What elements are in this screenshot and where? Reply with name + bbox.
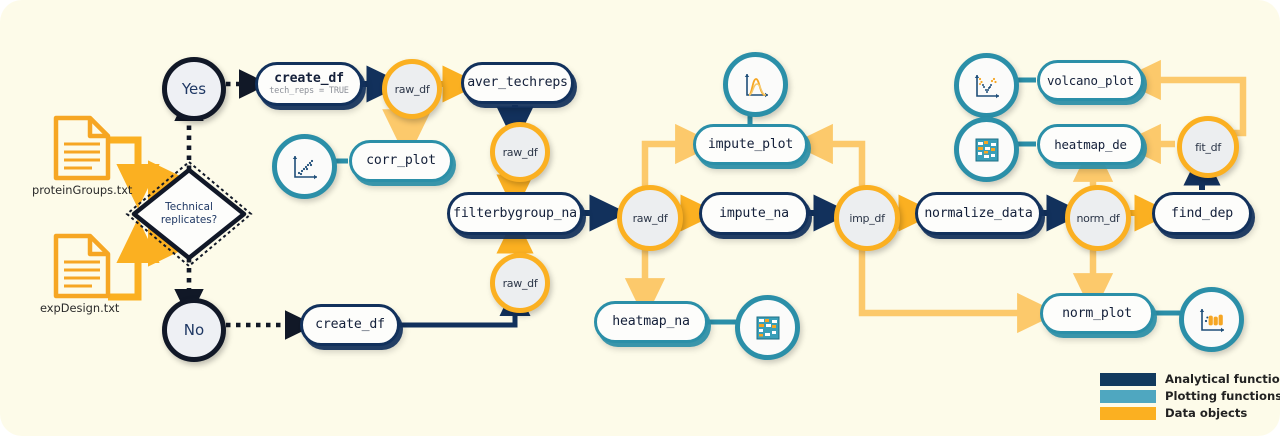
data-norm-df-label: norm_df	[1076, 211, 1120, 225]
create-df-techreps-label: create_df	[274, 70, 344, 86]
legend-analytical: Analytical functions	[1100, 372, 1280, 386]
boxplot-icon	[1179, 287, 1244, 352]
data-norm-df[interactable]: norm_df	[1065, 185, 1131, 251]
legend-label-analytical: Analytical functions	[1165, 372, 1280, 386]
file-label-proteingroups: proteinGroups.txt	[32, 183, 133, 197]
filterbygroup-na-label: filterbygroup_na	[453, 205, 577, 221]
create-df-techreps-sublabel: tech_reps = TRUE	[269, 86, 349, 97]
node-corr-plot[interactable]: corr_plot	[349, 140, 453, 182]
aver-techreps-label: aver_techreps	[467, 75, 568, 91]
normalize-data-label: normalize_data	[924, 205, 1033, 221]
legend-plotting: Plotting functions	[1100, 389, 1280, 403]
data-raw-df-3[interactable]: raw_df	[617, 185, 683, 251]
node-heatmap-de[interactable]: heatmap_de	[1037, 124, 1144, 165]
node-filterbygroup-na[interactable]: filterbygroup_na	[447, 192, 583, 235]
volcano-icon	[954, 53, 1019, 118]
node-impute-na[interactable]: impute_na	[699, 192, 809, 235]
data-imp-df[interactable]: imp_df	[834, 185, 900, 251]
decision-line-1: Technical	[165, 201, 213, 214]
node-norm-plot[interactable]: norm_plot	[1040, 293, 1154, 334]
density-icon	[723, 52, 788, 117]
node-heatmap-na[interactable]: heatmap_na	[594, 301, 708, 343]
node-create-df-techreps[interactable]: create_df tech_reps = TRUE	[255, 62, 363, 106]
decision-line-2: replicates?	[160, 214, 218, 226]
node-aver-techreps[interactable]: aver_techreps	[461, 62, 574, 104]
data-fit-df-label: fit_df	[1195, 140, 1221, 154]
data-raw-df-4-label: raw_df	[502, 276, 538, 290]
heatmap-icon	[735, 295, 800, 360]
data-raw-df-3-label: raw_df	[632, 211, 668, 225]
heatmap-de-label: heatmap_de	[1054, 136, 1127, 152]
node-volcano-plot[interactable]: volcano_plot	[1037, 60, 1144, 101]
terminal-yes[interactable]: Yes	[162, 57, 226, 121]
norm-plot-label: norm_plot	[1062, 305, 1132, 321]
data-raw-df-1[interactable]: raw_df	[382, 59, 442, 119]
node-create-df[interactable]: create_df	[300, 304, 400, 346]
find-dep-label: find_dep	[1171, 205, 1233, 221]
decision-diamond	[125, 160, 253, 268]
legend-swatch-plotting	[1100, 389, 1156, 403]
legend-swatch-data	[1100, 406, 1156, 420]
legend-swatch-analytical	[1100, 372, 1156, 386]
file-icon-proteingroups	[53, 115, 111, 181]
data-raw-df-4[interactable]: raw_df	[490, 253, 550, 313]
node-normalize-data[interactable]: normalize_data	[915, 192, 1042, 235]
volcano-plot-label: volcano_plot	[1046, 72, 1135, 88]
data-raw-df-2[interactable]: raw_df	[490, 122, 550, 182]
file-label-expdesign: expDesign.txt	[40, 301, 120, 315]
legend-data: Data objects	[1100, 406, 1280, 420]
node-find-dep[interactable]: find_dep	[1152, 192, 1252, 235]
legend-label-data: Data objects	[1165, 406, 1248, 420]
data-imp-df-label: imp_df	[849, 211, 885, 225]
create-df-label: create_df	[315, 317, 385, 333]
file-icon-expdesign	[53, 233, 111, 299]
heatmap-na-label: heatmap_na	[612, 314, 690, 330]
legend-label-plotting: Plotting functions	[1165, 389, 1280, 403]
data-raw-df-2-label: raw_df	[502, 145, 538, 159]
data-fit-df[interactable]: fit_df	[1177, 116, 1239, 178]
corr-plot-label: corr_plot	[366, 153, 436, 169]
node-impute-plot[interactable]: impute_plot	[693, 124, 808, 165]
terminal-no[interactable]: No	[162, 298, 226, 362]
decision-label: Technical replicates?	[139, 190, 239, 238]
heatmap-icon	[954, 117, 1019, 182]
data-raw-df-1-label: raw_df	[394, 82, 430, 96]
terminal-yes-label: Yes	[181, 80, 207, 98]
impute-plot-label: impute_plot	[707, 136, 794, 152]
scatter-icon	[272, 134, 337, 199]
terminal-no-label: No	[183, 321, 205, 339]
impute-na-label: impute_na	[719, 205, 789, 221]
legend: Analytical functions Plotting functions …	[1100, 372, 1280, 423]
